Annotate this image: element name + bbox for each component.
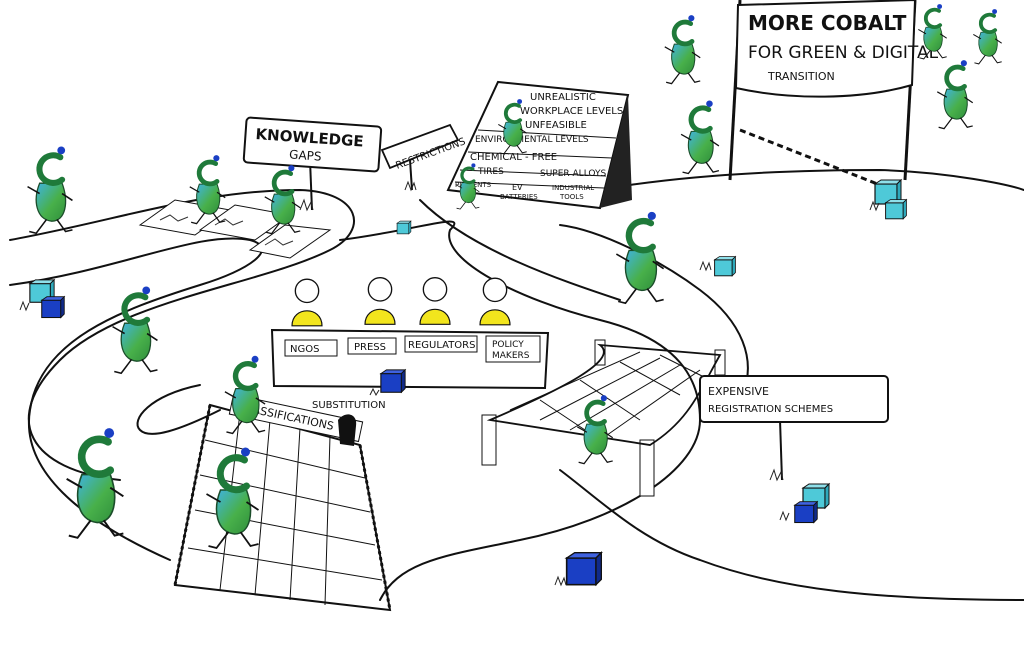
knowledge-gaps-line-2: GAPS	[289, 147, 322, 163]
cube-blue	[380, 369, 406, 393]
runner-figure	[67, 428, 124, 538]
expensive-registration-sign: EXPENSIVE REGISTRATION SCHEMES	[699, 375, 889, 481]
runner-figure	[577, 395, 612, 464]
expensive-line-2: REGISTRATION SCHEMES	[708, 404, 833, 415]
board-industrial: INDUSTRIAL	[552, 184, 594, 192]
cobalt-banner: MORE COBALT FOR GREEN & DIGITAL TRANSITI…	[728, 0, 939, 187]
board-unrealistic-1: UNREALISTIC	[530, 92, 596, 103]
panel-policy-1: POLICY	[492, 340, 524, 350]
runner-figure	[937, 60, 972, 129]
spectator-regulators	[419, 276, 451, 326]
panel-press: PRESS	[354, 342, 386, 353]
board-tires: TIRES	[477, 167, 504, 177]
panel-regulators: REGULATORS	[408, 340, 475, 351]
panel-table: NGOS PRESS REGULATORS POLICY MAKERS	[270, 276, 550, 390]
board-unfeasible-1: UNFEASIBLE	[525, 120, 587, 131]
expensive-line-1: EXPENSIVE	[708, 385, 769, 398]
cube-blue	[565, 551, 603, 586]
panel-policy-2: MAKERS	[492, 351, 530, 361]
runner-figure	[207, 448, 259, 549]
cube-blue	[794, 501, 818, 524]
cube-teal	[396, 220, 412, 235]
banner-line-3: TRANSITION	[767, 70, 835, 83]
banner-line-2: FOR GREEN & DIGITAL	[748, 43, 939, 63]
runner-figure	[616, 212, 663, 303]
board-tools: TOOLS	[559, 193, 584, 201]
cube-teal	[713, 256, 737, 277]
net-bridge	[481, 339, 726, 497]
runner-figure	[113, 286, 158, 373]
board-unrealistic-2: WORKPLACE LEVELS	[520, 106, 623, 117]
requirements-board: UNREALISTIC WORKPLACE LEVELS UNFEASIBLE …	[446, 80, 632, 210]
cube-blue	[41, 296, 65, 319]
classifications-net: CLASSIFICATIONS SUBSTITUTION	[173, 393, 392, 612]
runner-figure	[28, 146, 73, 233]
board-unfeasible-2: ENVIRONMENTAL LEVELS	[475, 135, 589, 145]
spectator-policy	[479, 277, 511, 326]
grass-tufts	[19, 180, 880, 587]
panel-ngos: NGOS	[290, 344, 319, 355]
banner-line-1: MORE COBALT	[748, 11, 907, 35]
cube-teal	[885, 199, 907, 220]
runner-figure	[665, 15, 700, 84]
board-superalloys: SUPER ALLOYS	[540, 169, 606, 179]
runner-figure	[973, 9, 1001, 64]
board-batteries: BATTERIES	[500, 193, 538, 201]
spectator-press	[364, 276, 396, 326]
knowledge-gaps-sign: KNOWLEDGE GAPS	[242, 116, 383, 211]
spectator-ngos	[291, 278, 323, 327]
board-ev: EV	[512, 183, 523, 192]
board-chemical-free: CHEMICAL - FREE	[470, 152, 557, 163]
runner-figure	[681, 100, 719, 173]
substitution-label: SUBSTITUTION	[312, 400, 386, 411]
runner-figure	[225, 356, 265, 434]
